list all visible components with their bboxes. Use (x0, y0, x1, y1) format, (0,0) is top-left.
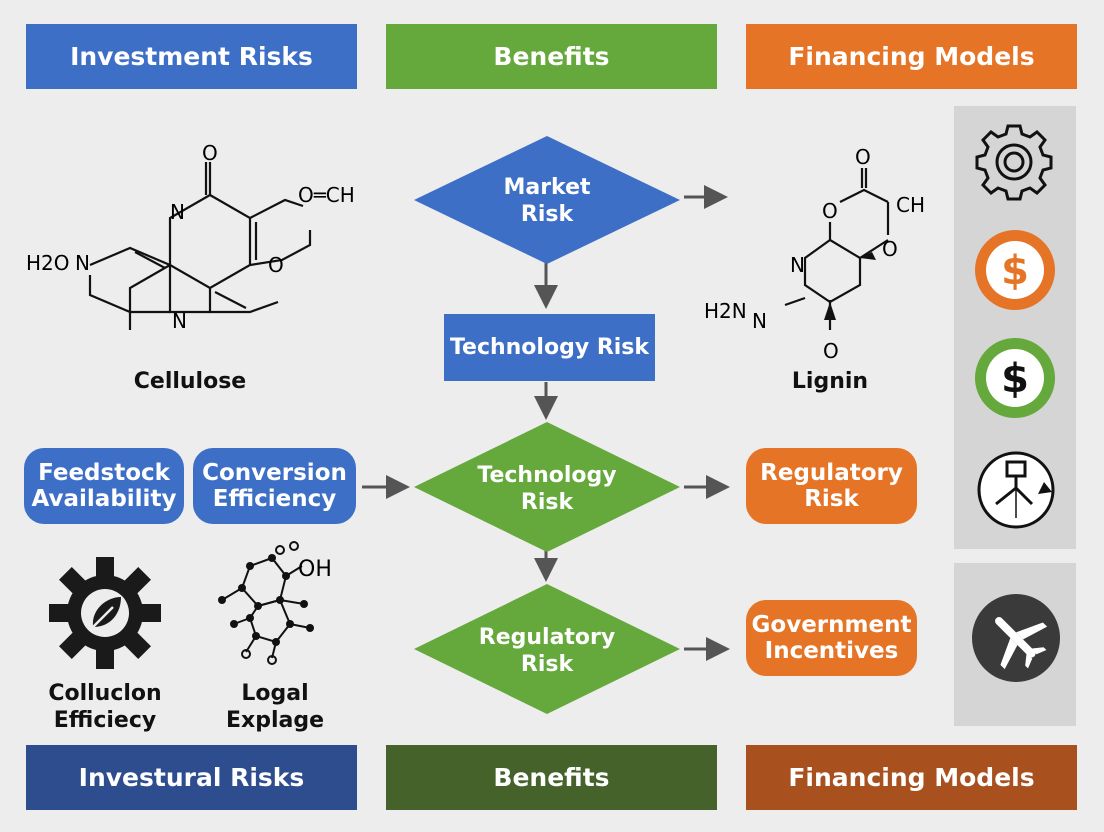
lignin-atom-h2n: H2N (704, 299, 747, 323)
market-risk-diamond (414, 136, 680, 264)
header-investment-risks: Investment Risks (26, 24, 357, 89)
gear-icon (975, 124, 1053, 201)
svg-text:$: $ (1001, 248, 1029, 294)
technology-risk-diamond (414, 422, 680, 552)
header-financing-models: Financing Models (746, 24, 1077, 89)
conversion-efficiency-pill: Conversion Efficiency (193, 448, 356, 524)
svg-text:$: $ (1001, 356, 1029, 402)
regulatory-risk-diamond (414, 584, 680, 714)
regulatory-risk-diamond-text: Regulatory Risk (478, 625, 616, 677)
technology-risk-box: Technology Risk (444, 314, 655, 381)
government-incentives-pill: Government Incentives (746, 600, 917, 676)
flowchart-cycle-icon (977, 451, 1055, 529)
regulatory-risk-pill: Regulatory Risk (746, 448, 917, 524)
lignin-atom-n: N (790, 253, 805, 277)
small-molecule: OH (218, 541, 332, 665)
cellulose-atom-o-ring: O (268, 253, 284, 277)
cellulose-label: Cellulose (133, 369, 247, 394)
small-molecule-oh: OH (298, 557, 332, 582)
footer-investment-risks: Investural Risks (26, 745, 357, 810)
feedstock-availability-pill: Feedstock Availability (24, 448, 184, 524)
gear-label: Colluclon Efficiecy (48, 681, 162, 733)
gear-leaf-icon (49, 557, 161, 669)
cellulose-atom-h2o: H2O (26, 251, 70, 275)
small-molecule-label: Logal Explage (225, 681, 325, 733)
cellulose-atom-n-bottom: N (172, 309, 187, 333)
lignin-atom-o-right: O (882, 237, 898, 261)
dollar-green-icon: $ (975, 338, 1055, 418)
lignin-atom-o-bottom: O (823, 339, 839, 363)
lignin-molecule: O O CH N O H2N N O (704, 145, 925, 363)
lignin-atom-o-left: O (822, 199, 838, 223)
lignin-atom-ch: CH (896, 193, 925, 217)
lignin-atom-o-top: O (855, 145, 871, 169)
market-risk-text: Market Risk (503, 175, 591, 227)
footer-benefits: Benefits (386, 745, 717, 810)
header-benefits: Benefits (386, 24, 717, 89)
lignin-atom-n2: N (752, 309, 767, 333)
airplane-icon (972, 594, 1060, 682)
technology-risk-diamond-text: Technology Risk (477, 463, 617, 515)
cellulose-atom-och: O═CH (298, 183, 355, 207)
cellulose-atom-n-ring: N (75, 251, 90, 275)
cellulose-atom-n-left: N (170, 200, 185, 224)
lignin-label: Lignin (791, 369, 869, 394)
cellulose-atom-o-top: O (202, 141, 218, 165)
cellulose-molecule: O N O═CH H2O N N O (26, 141, 355, 333)
footer-financing-models: Financing Models (746, 745, 1077, 810)
dollar-orange-icon: $ (975, 230, 1055, 310)
